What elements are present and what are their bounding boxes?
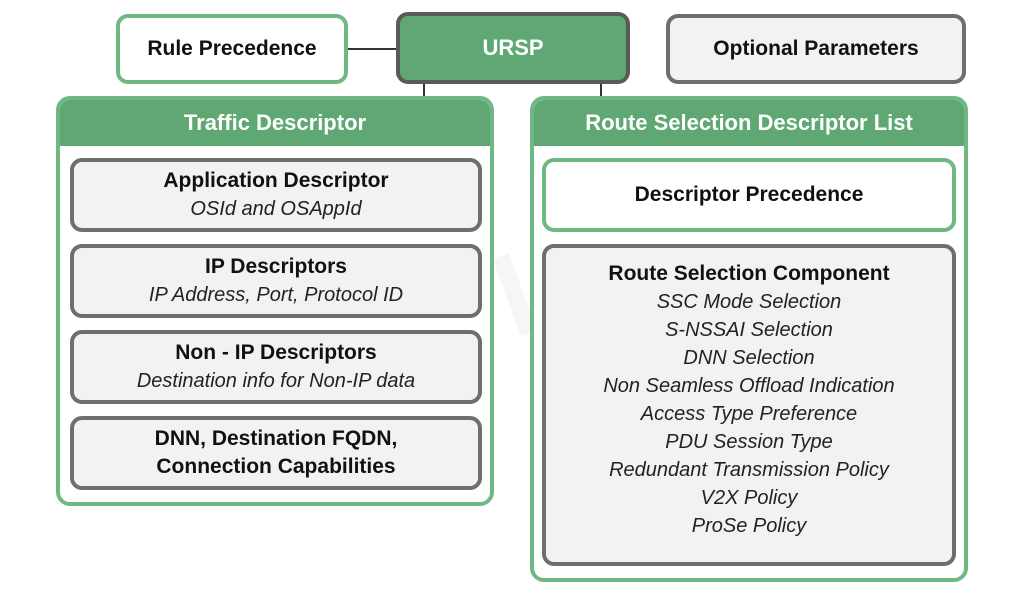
- component-item: Access Type Preference: [640, 403, 858, 425]
- optional-parameters-label: Optional Parameters: [713, 37, 919, 60]
- descriptor-precedence-label: Descriptor Precedence: [634, 183, 864, 206]
- dnn-fqdn-title-line1: DNN, Destination FQDN,: [154, 427, 398, 450]
- traffic-descriptor-title: Traffic Descriptor: [60, 100, 490, 146]
- component-item: Non Seamless Offload Indication: [603, 375, 895, 397]
- non-ip-descriptors-box: Non - IP Descriptors Destination info fo…: [70, 330, 482, 404]
- rule-precedence-box: Rule Precedence: [116, 14, 348, 84]
- component-item: SSC Mode Selection: [656, 291, 842, 313]
- ursp-box: URSP: [396, 12, 630, 84]
- connector-rule-ursp: [346, 48, 400, 50]
- component-item: V2X Policy: [700, 487, 798, 509]
- ip-descriptors-subtitle: IP Address, Port, Protocol ID: [148, 284, 404, 306]
- dnn-fqdn-title-line2: Connection Capabilities: [156, 455, 396, 478]
- application-descriptor-box: Application Descriptor OSId and OSAppId: [70, 158, 482, 232]
- component-item: DNN Selection: [683, 347, 815, 369]
- component-item: S-NSSAI Selection: [665, 319, 833, 341]
- route-selection-component-box: Route Selection Component SSC Mode Selec…: [542, 244, 956, 566]
- descriptor-precedence-box: Descriptor Precedence: [542, 158, 956, 232]
- route-selection-title: Route Selection Descriptor List: [534, 100, 964, 146]
- ursp-label: URSP: [482, 35, 544, 60]
- ip-descriptors-title: IP Descriptors: [204, 255, 347, 278]
- application-descriptor-title: Application Descriptor: [163, 169, 389, 192]
- route-selection-component-title: Route Selection Component: [608, 262, 890, 285]
- component-item: PDU Session Type: [665, 431, 833, 453]
- dnn-fqdn-box: DNN, Destination FQDN, Connection Capabi…: [70, 416, 482, 490]
- non-ip-descriptors-subtitle: Destination info for Non-IP data: [136, 370, 416, 392]
- connector-ursp-route: [600, 82, 602, 98]
- application-descriptor-subtitle: OSId and OSAppId: [190, 198, 362, 220]
- connector-ursp-traffic: [423, 82, 425, 98]
- component-item: Redundant Transmission Policy: [609, 459, 889, 481]
- non-ip-descriptors-title: Non - IP Descriptors: [175, 341, 377, 364]
- optional-parameters-box: Optional Parameters: [666, 14, 966, 84]
- component-item: ProSe Policy: [691, 515, 807, 537]
- ip-descriptors-box: IP Descriptors IP Address, Port, Protoco…: [70, 244, 482, 318]
- rule-precedence-label: Rule Precedence: [147, 37, 317, 60]
